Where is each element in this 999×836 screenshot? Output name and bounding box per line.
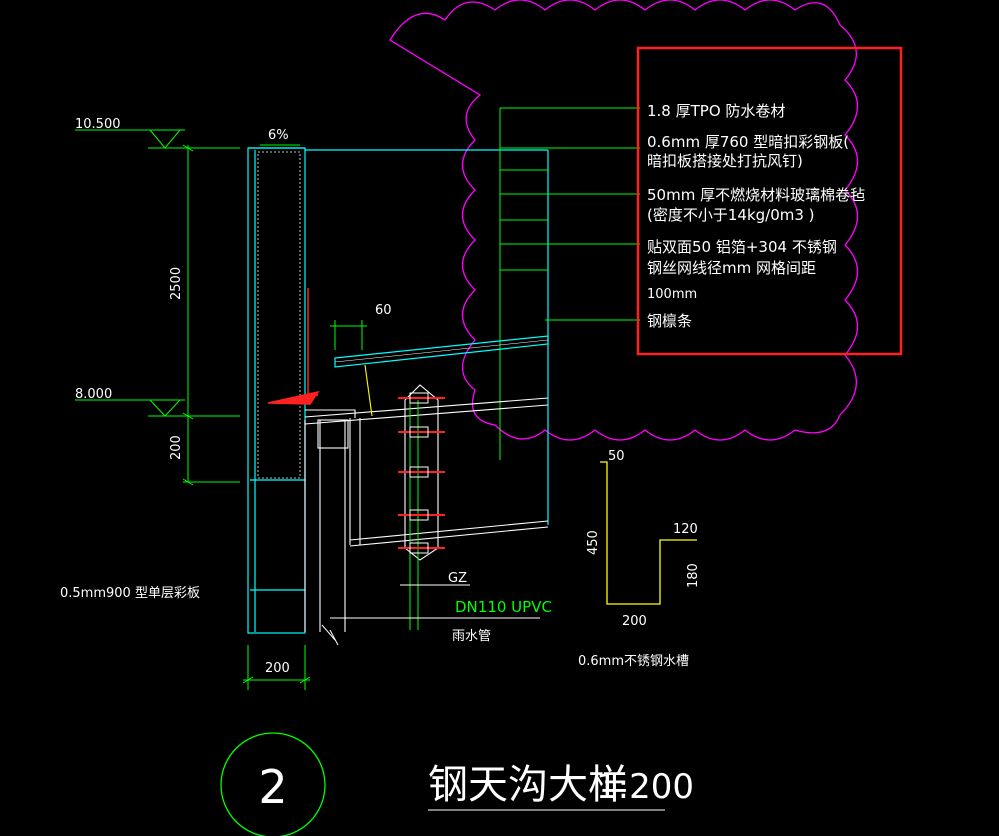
- gutter-dim-top: 50: [608, 449, 625, 464]
- callout-line-3: 暗扣板搭接处打抗风钉): [647, 152, 803, 170]
- elevation-dimensions: [75, 129, 367, 690]
- gutter-dim-bottom: 200: [622, 614, 647, 629]
- detail-number: 2: [258, 760, 287, 814]
- slope-label: 6%: [268, 128, 289, 143]
- insulation-layer: [257, 151, 301, 479]
- bolted-bracket: [398, 384, 445, 630]
- callout-line-2: 0.6mm 厚760 型暗扣彩钢板(: [647, 133, 849, 151]
- column-label: GZ: [448, 571, 467, 586]
- roof-panel: [334, 335, 549, 368]
- wall-panel: [247, 147, 549, 634]
- dim-2500-label: 2500: [169, 267, 184, 300]
- callout-line-9: 钢檩条: [647, 312, 692, 330]
- layer-callouts: 1.8 厚TPO 防水卷材 0.6mm 厚760 型暗扣彩钢板( 暗扣板搭接处打…: [647, 102, 865, 330]
- wall-panel-note: 0.5mm900 型单层彩板: [60, 586, 200, 601]
- callout-line-7: 钢丝网线径mm 网格间距: [647, 259, 816, 277]
- gutter-dim-lip: 120: [673, 522, 698, 537]
- callout-line-8: 100mm: [647, 287, 697, 302]
- gutter-profile: [600, 461, 697, 605]
- callout-line-1: 1.8 厚TPO 防水卷材: [647, 102, 785, 120]
- pipe-label: DN110 UPVC: [455, 598, 552, 616]
- label-leaders: [321, 584, 540, 646]
- callout-line-4: 50mm 厚不燃烧材料玻璃棉卷毡: [647, 186, 865, 204]
- callout-line-6: 贴双面50 铝箔+304 不锈钢: [647, 238, 837, 256]
- gap-dim-label: 60: [375, 303, 392, 318]
- detail-number-circle: [220, 732, 326, 836]
- dim-200-label: 200: [169, 435, 184, 460]
- elevation-bottom-label: 8.000: [75, 387, 112, 402]
- callout-leaders: [499, 107, 640, 460]
- callout-highlight-box: [636, 46, 903, 356]
- downpipe-label: 雨水管: [452, 629, 491, 644]
- steel-structure: [304, 364, 549, 632]
- drawing-scale: 1:200: [596, 767, 694, 807]
- wall-width-label: 200: [265, 661, 290, 676]
- gutter-dim-height: 450: [586, 530, 601, 555]
- gutter-note: 0.6mm不锈钢水槽: [578, 654, 689, 669]
- revision-cloud: [389, 0, 858, 441]
- callout-line-5: (密度不小于14kg/0m3 ): [647, 206, 815, 224]
- red-arrow-indicator: [267, 288, 320, 405]
- drawing-title: 钢天沟大样: [428, 762, 628, 808]
- elevation-top-label: 10.500: [75, 117, 121, 132]
- gutter-dim-right: 180: [686, 563, 701, 588]
